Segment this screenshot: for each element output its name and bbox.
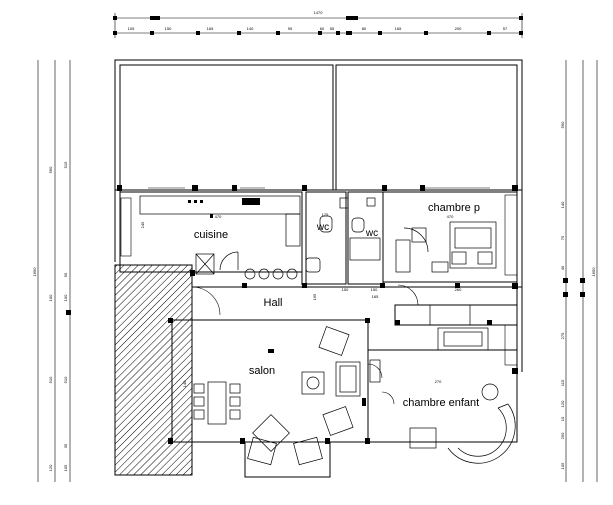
dim-wc-1: 175 — [322, 212, 329, 217]
sofa-set — [247, 326, 381, 466]
left-outer-2: 510 — [48, 376, 53, 383]
left-inner-0: 515 — [63, 161, 68, 168]
dim-chambre-p: 470 — [447, 214, 454, 219]
top-seg-6: 55 — [330, 26, 335, 31]
right-outer-7: 10 — [560, 416, 565, 421]
top-seg-8: 165 — [395, 26, 402, 31]
interior-dimension-labels: 470 175 165 150 150 260 270 165 140 245 … — [140, 212, 462, 387]
dim-hall-3: 150 — [371, 287, 378, 292]
right-outer-4: 275 — [560, 332, 565, 339]
top-dimension-ticks — [113, 16, 523, 35]
dim-hall-2: 150 — [342, 287, 349, 292]
room-label-wc-1: wc — [316, 222, 329, 233]
right-dimension-chain — [565, 60, 598, 482]
right-outer-8: 250 — [560, 432, 565, 439]
left-inner-5: 105 — [63, 464, 68, 471]
right-outer-0: 560 — [560, 121, 565, 128]
room-label-chambre-enfant: chambre enfant — [403, 397, 479, 409]
left-outer-1: 100 — [48, 294, 53, 301]
left-inner-2: 100 — [63, 294, 68, 301]
top-seg-7: 80 — [362, 26, 367, 31]
top-seg-2: 165 — [207, 26, 214, 31]
wc-fixtures — [305, 197, 429, 273]
top-seg-4: 95 — [288, 26, 293, 31]
left-inner-4: 35 — [63, 443, 68, 448]
top-seg-1: 150 — [165, 26, 172, 31]
left-dimension-labels: 1650 560 100 510 120 515 50 100 510 35 1… — [32, 161, 68, 471]
dining-table — [193, 381, 241, 425]
right-dimension-ticks — [563, 278, 585, 297]
dim-hall-1: 165 — [312, 293, 317, 300]
left-outer-3: 120 — [48, 464, 53, 471]
dim-hall-4: 165 — [372, 294, 379, 299]
top-seg-5: 60 — [320, 26, 325, 31]
right-outer-3: 40 — [560, 265, 565, 270]
room-label-salon: salon — [249, 365, 275, 377]
top-segment-labels: 105 150 165 140 95 60 55 80 165 200 57 — [128, 26, 508, 31]
terrace-hatch — [114, 264, 193, 476]
right-dimension-labels: 560 140 75 40 275 115 120 10 250 105 165… — [560, 121, 596, 469]
kitchen-counter — [139, 195, 301, 280]
right-outer-9: 105 — [560, 462, 565, 469]
top-seg-10: 57 — [503, 26, 508, 31]
bed-master — [411, 221, 497, 273]
left-dimension-ticks — [66, 310, 71, 315]
right-outer-1: 140 — [560, 201, 565, 208]
room-label-cuisine: cuisine — [194, 229, 228, 241]
bed-child — [409, 304, 516, 464]
dim-hall-right: 260 — [455, 287, 462, 292]
top-seg-3: 140 — [247, 26, 254, 31]
stove-burners — [188, 198, 260, 218]
left-inner-3: 510 — [63, 376, 68, 383]
dim-kitchen-width: 470 — [215, 214, 222, 219]
wall-pillars — [117, 185, 518, 444]
left-inner-1: 50 — [63, 272, 68, 277]
dim-enfant-width: 270 — [435, 379, 442, 384]
dim-salon-1: 140 — [182, 380, 187, 387]
window-frames — [114, 187, 518, 366]
dim-kitchen-depth: 245 — [140, 221, 145, 228]
top-total-dimension: 1470 — [314, 10, 324, 15]
right-outer-5: 115 — [560, 379, 565, 386]
room-label-hall: Hall — [264, 297, 283, 309]
top-seg-0: 105 — [128, 26, 135, 31]
left-total: 1650 — [32, 267, 37, 277]
right-outer-2: 75 — [560, 235, 565, 240]
room-label-chambre-p: chambre p — [428, 202, 480, 214]
left-dimension-chain — [37, 60, 71, 482]
left-outer-0: 560 — [48, 166, 53, 173]
right-outer-6: 120 — [560, 400, 565, 407]
room-label-wc-2: wc — [365, 228, 378, 239]
top-seg-9: 200 — [455, 26, 462, 31]
right-total: 1650 — [591, 267, 596, 277]
